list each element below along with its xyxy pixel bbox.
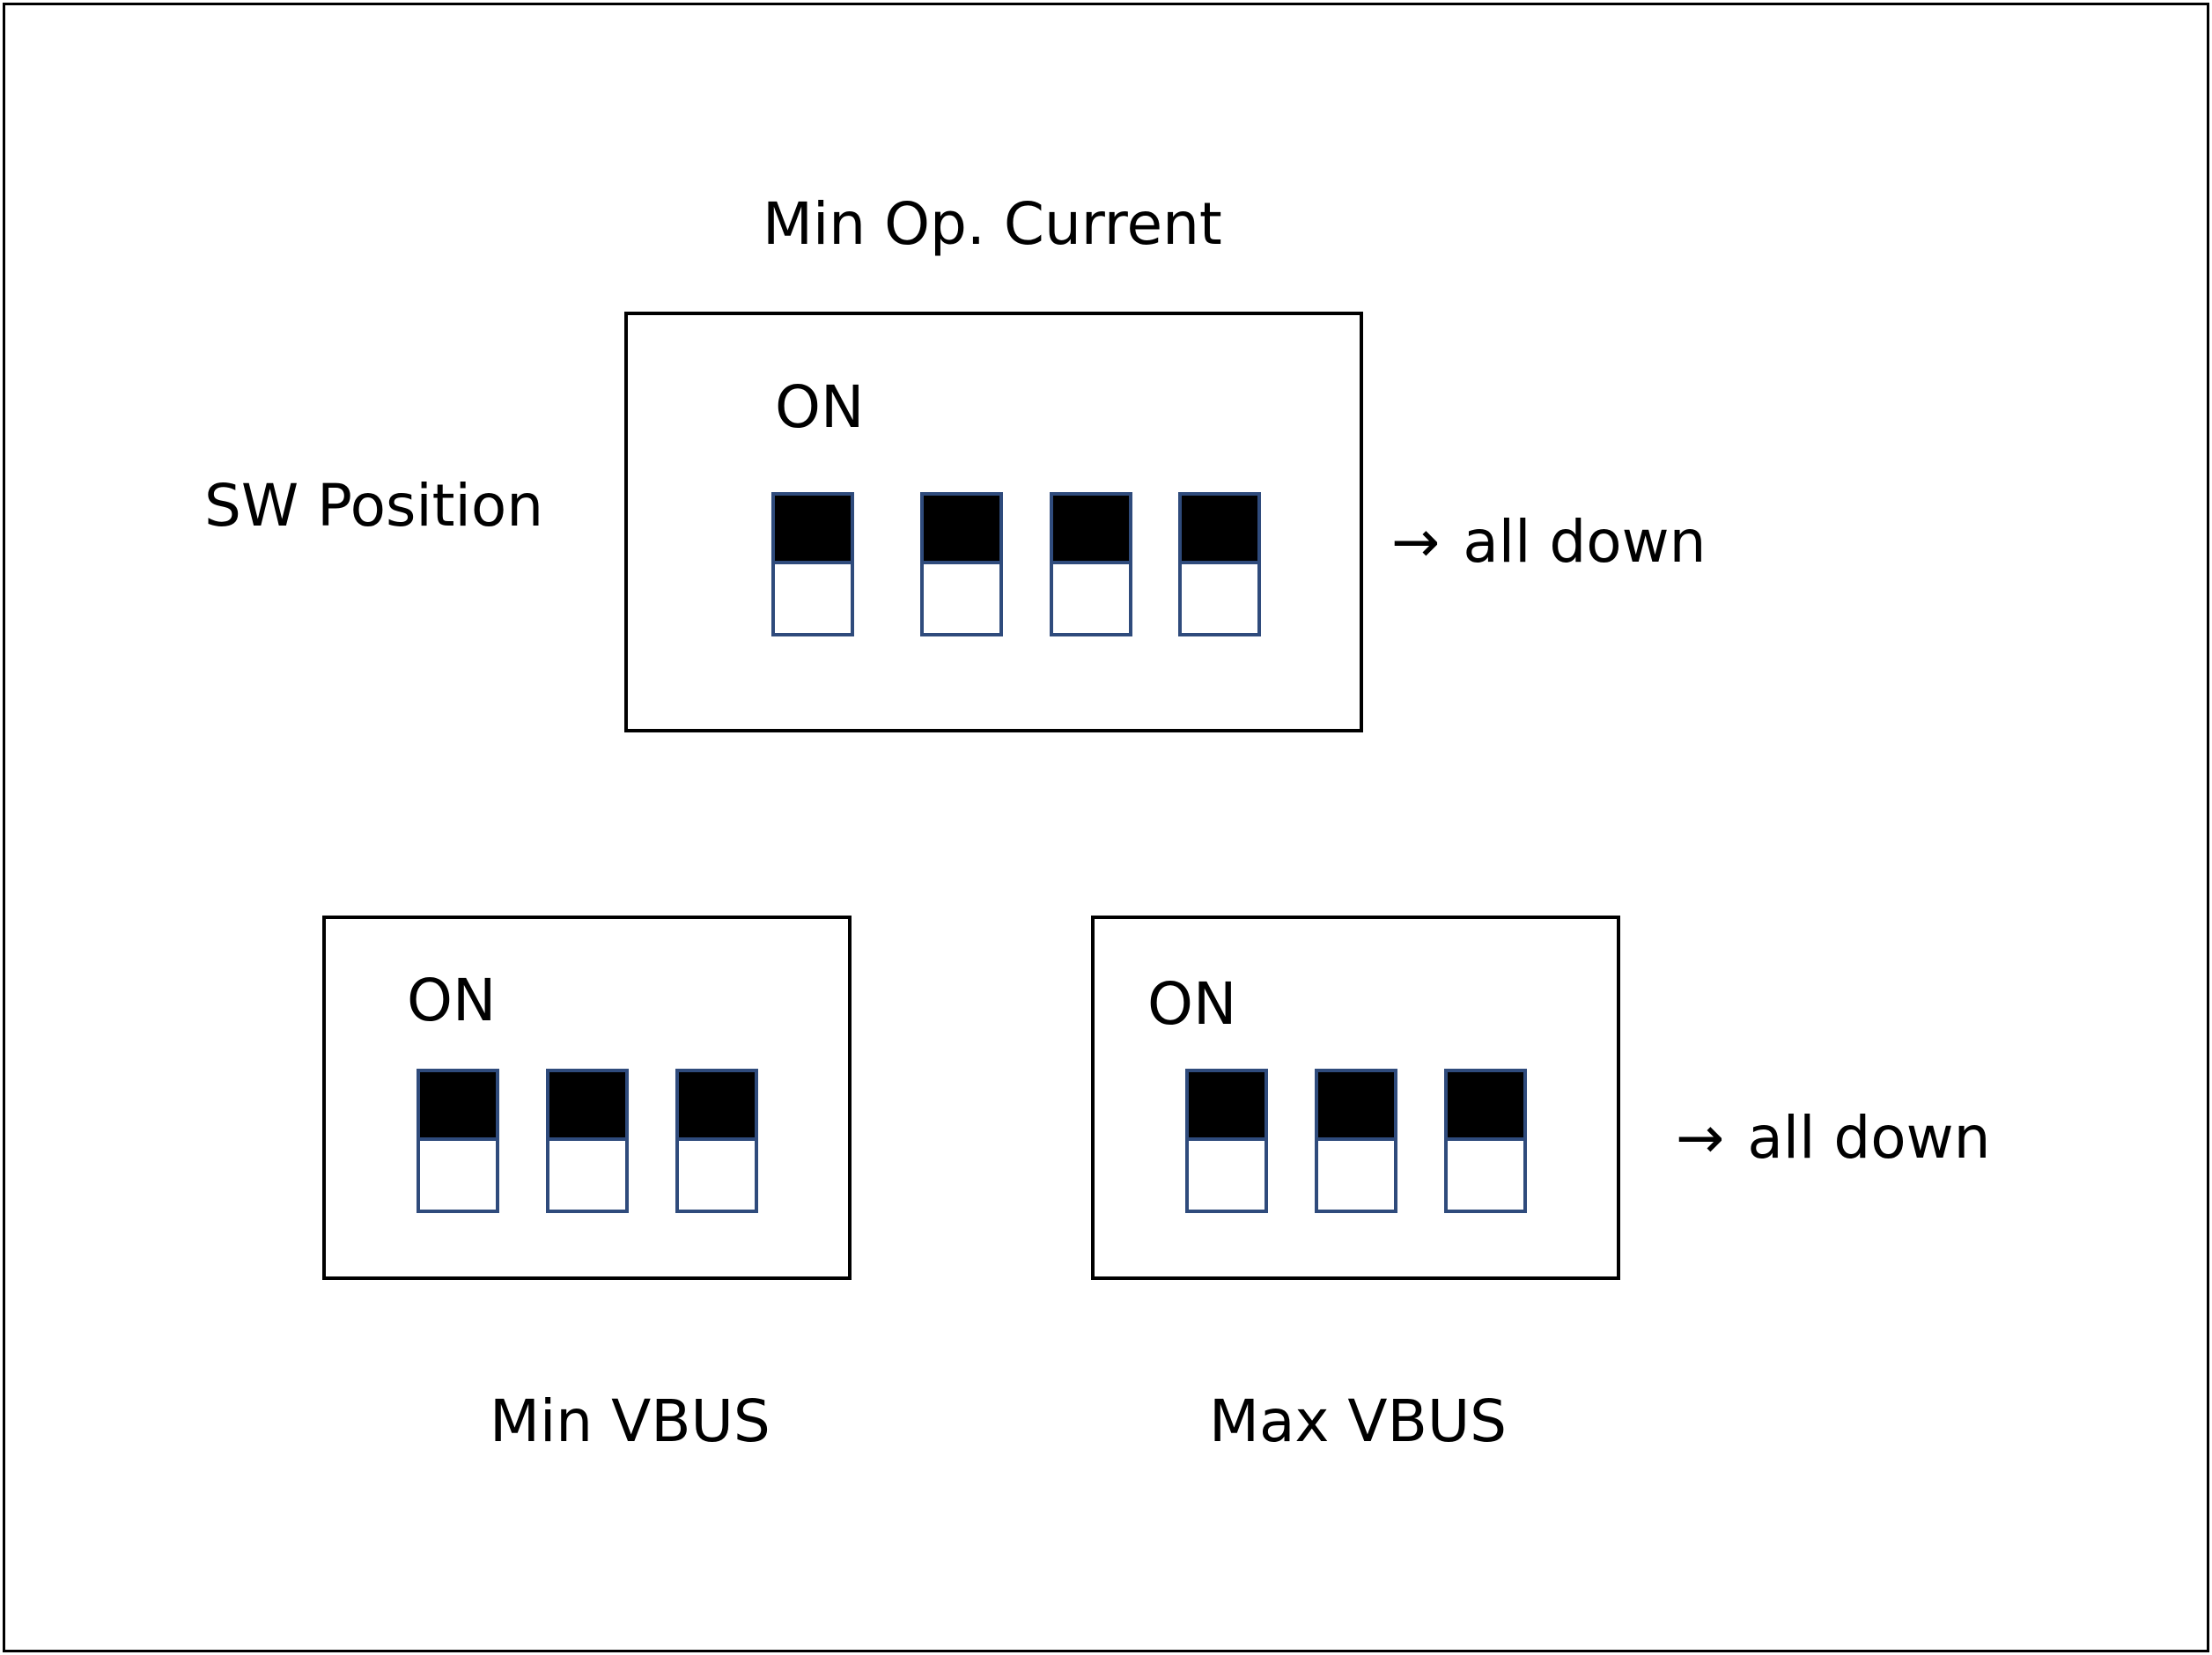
on-label: ON (775, 373, 865, 441)
note-text: all down (1747, 1104, 1991, 1172)
title-min-op-current: Min Op. Current (763, 190, 1222, 258)
on-label: ON (1147, 970, 1237, 1038)
dip-switch-2[interactable] (546, 1069, 629, 1213)
dip-switch-2[interactable] (1315, 1069, 1397, 1213)
diagram-frame (3, 3, 2209, 1652)
switch-knob (420, 1072, 496, 1141)
on-label: ON (407, 967, 497, 1034)
dip-switch-panel-max-vbus: ON (1091, 916, 1620, 1280)
dip-switch-1[interactable] (771, 492, 854, 636)
dip-switch-panel-min-vbus: ON (322, 916, 852, 1280)
dip-switch-3[interactable] (1050, 492, 1132, 636)
dip-switch-2[interactable] (920, 492, 1003, 636)
dip-switch-1[interactable] (417, 1069, 499, 1213)
switch-knob (549, 1072, 625, 1141)
right-arrow-icon: → (1391, 508, 1441, 576)
switch-knob (679, 1072, 755, 1141)
switch-knob (1182, 496, 1257, 564)
note-all-down-top: → all down (1391, 513, 1707, 571)
dip-switch-3[interactable] (675, 1069, 758, 1213)
switch-knob (775, 496, 851, 564)
dip-switch-1[interactable] (1185, 1069, 1268, 1213)
dip-switch-4[interactable] (1178, 492, 1261, 636)
switch-knob (924, 496, 999, 564)
switch-knob (1318, 1072, 1394, 1141)
dip-switch-3[interactable] (1444, 1069, 1527, 1213)
switch-knob (1053, 496, 1129, 564)
right-arrow-icon: → (1676, 1104, 1725, 1172)
dip-switch-panel-min-op-current: ON (624, 312, 1363, 732)
caption-min-vbus: Min VBUS (490, 1387, 771, 1455)
switch-knob (1189, 1072, 1265, 1141)
note-text: all down (1463, 508, 1707, 576)
switch-knob (1448, 1072, 1523, 1141)
sw-position-label: SW Position (204, 472, 544, 540)
caption-max-vbus: Max VBUS (1209, 1387, 1508, 1455)
note-all-down-bottom: → all down (1676, 1109, 1991, 1167)
